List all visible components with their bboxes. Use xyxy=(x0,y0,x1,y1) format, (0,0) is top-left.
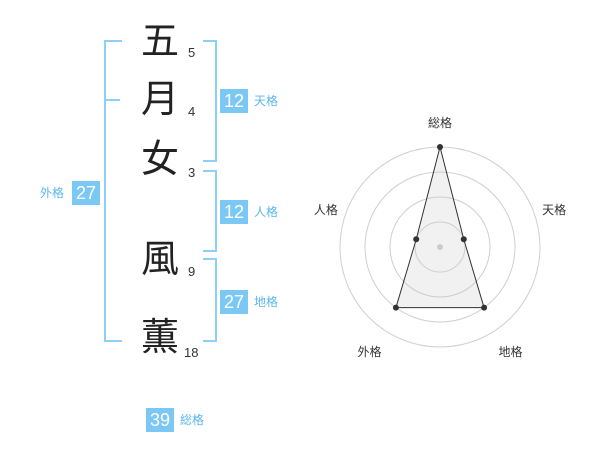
radar-grid-ring xyxy=(364,171,516,323)
name-char-4: 風 xyxy=(140,237,179,281)
tenkaku-bracket xyxy=(203,40,217,162)
radar-axis-label-1: 総格 xyxy=(428,115,452,130)
radar-point-1 xyxy=(437,144,443,150)
soukaku-label: 総格 xyxy=(180,413,205,427)
chikaku-value: 27 xyxy=(220,290,248,314)
name-char-2: 月 xyxy=(140,77,179,121)
radar-point-5 xyxy=(413,236,420,243)
chikaku-bracket xyxy=(203,258,217,342)
stroke-count-3: 3 xyxy=(188,165,196,180)
radar-axis-label-4: 外格 xyxy=(357,344,381,359)
chikaku-label: 地格 xyxy=(254,295,279,309)
radar-point-3 xyxy=(481,304,488,311)
radar-grid-ring xyxy=(389,196,491,298)
gaikaku-bracket xyxy=(104,40,122,342)
stroke-count-1: 5 xyxy=(188,45,196,60)
radar-point-2 xyxy=(460,236,467,243)
radar-center xyxy=(437,244,443,250)
radar-axis-label-2: 天格 xyxy=(542,202,566,217)
name-char-5: 薫 xyxy=(140,315,179,359)
gaikaku-bracket-tick xyxy=(104,99,120,101)
soukaku-value: 39 xyxy=(146,408,174,432)
name-char-3: 女 xyxy=(140,137,179,181)
radar-axis-label-3: 地格 xyxy=(499,344,523,359)
tenkaku-value: 12 xyxy=(220,89,248,113)
radar-point-4 xyxy=(392,304,399,311)
radar-grid-ring xyxy=(414,221,466,273)
stroke-count-5: 18 xyxy=(184,345,199,360)
gaikaku-value: 27 xyxy=(72,181,100,205)
radar-value-polygon xyxy=(395,146,485,309)
name-char-1: 五 xyxy=(140,19,179,63)
jinkaku-label: 人格 xyxy=(254,205,279,219)
gaikaku-label: 外格 xyxy=(40,186,65,200)
tenkaku-label: 天格 xyxy=(254,94,279,108)
radar-axis-label-5: 人格 xyxy=(314,202,338,217)
stroke-count-2: 4 xyxy=(188,104,196,119)
stroke-count-4: 9 xyxy=(188,264,196,279)
jinkaku-value: 12 xyxy=(220,200,248,224)
jinkaku-bracket xyxy=(203,170,217,252)
